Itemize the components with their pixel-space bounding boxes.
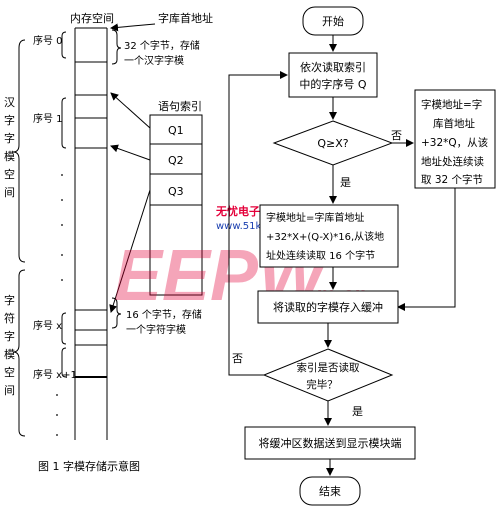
index-q3: Q3: [168, 185, 184, 198]
index-q2: Q2: [168, 154, 184, 167]
decision-done-yes: 是: [352, 405, 363, 418]
char-address-line1: 字模地址=字库首地址: [266, 211, 364, 224]
decision-done-line1: 索引是否读取: [297, 361, 360, 374]
index-table: [149, 114, 203, 296]
top-note-brace: [111, 29, 122, 65]
svg-text:模: 模: [4, 150, 15, 163]
slot-1-bracket: [61, 97, 67, 149]
q1-pointer-arrow: [110, 92, 151, 129]
svg-text:字: 字: [4, 329, 15, 343]
svg-text:字: 字: [4, 131, 15, 145]
decision-done-line2: 完毕？: [306, 378, 338, 391]
index-q1: Q1: [168, 124, 184, 137]
hanzi-region-brace: [12, 39, 26, 263]
hanzi-region-label: 汉 字 字 模 空 间: [4, 96, 15, 199]
slot-1-label: 序号 1: [33, 112, 63, 125]
read-index-line2: 中的字序号 Q: [299, 77, 366, 91]
send-display-box: [244, 426, 416, 460]
bottom-note-line2: 一个字符字模: [126, 323, 186, 336]
slot-x-bracket: [61, 312, 67, 345]
svg-text:间: 间: [4, 186, 15, 199]
decision-q-label: Q≥X?: [317, 137, 348, 150]
start-label: 开始: [322, 14, 344, 28]
read-index-box: [288, 52, 378, 98]
bottom-note-brace: [111, 297, 122, 329]
top-note-line2: 一个汉字字模: [124, 54, 184, 67]
q3-pointer-arrow: [109, 189, 151, 313]
char-address-line3: 址处连续读取 16 个字节: [266, 249, 375, 262]
svg-text:汉: 汉: [4, 96, 15, 109]
char-address-line2: +32*X+(Q-X)*16,从该地: [266, 230, 384, 243]
svg-text:间: 间: [4, 384, 15, 397]
flow-arrow-loop: [228, 71, 288, 376]
slot-x-label: 序号 x: [33, 319, 62, 332]
hanzi-address-line4: 地址处连续读: [421, 155, 484, 168]
memory-header: 内存空间: [70, 11, 114, 25]
slot-0-label: 序号 0: [33, 34, 63, 47]
figure-caption: 图 1 字模存储示意图: [38, 459, 140, 473]
hanzi-address-line5: 取 32 个字节: [421, 173, 483, 186]
char-address-box: [259, 204, 399, 268]
svg-text:空: 空: [4, 365, 15, 379]
hanzi-address-box: [414, 89, 496, 189]
end-node: [299, 476, 361, 506]
decision-done-no: 否: [232, 352, 243, 365]
decision-done-node: [262, 348, 394, 402]
base-address-label: 字库首地址: [158, 11, 213, 25]
svg-text:空: 空: [4, 167, 15, 181]
slot-0-bracket: [61, 31, 67, 59]
send-display-label: 将缓冲区数据送到显示模块端: [259, 436, 402, 450]
decision-q-no: 否: [391, 129, 402, 142]
top-note-line1: 32 个字节，存储: [124, 39, 200, 52]
end-label: 结束: [319, 485, 341, 498]
hanzi-address-line3: +32*Q，从该: [421, 136, 488, 149]
svg-text:符: 符: [4, 312, 15, 325]
store-buffer-label: 将读取的字模存入缓冲: [273, 300, 383, 314]
char-region-brace: [12, 269, 26, 437]
index-table-title: 语句索引: [158, 99, 202, 113]
q2-pointer-arrow: [110, 144, 151, 161]
read-index-line1: 依次读取索引: [300, 60, 366, 74]
hanzi-address-line2: 库首地址: [433, 117, 475, 130]
memory-column: [74, 27, 108, 440]
store-buffer-box: [257, 290, 399, 324]
decision-q-yes: 是: [340, 176, 351, 189]
svg-text:模: 模: [4, 348, 15, 361]
bottom-note-line1: 16 个字节，存储: [126, 308, 202, 321]
svg-text:字: 字: [4, 113, 15, 127]
slot-x1-bracket: [61, 347, 67, 378]
ellipsis-dots: [56, 174, 63, 436]
base-address-arrow: [110, 23, 156, 32]
char-region-label: 字 符 字 模 空 间: [4, 293, 15, 397]
flow-arrow-merge: [397, 188, 456, 311]
slot-x1-label: 序号 x+1: [33, 368, 77, 381]
svg-text:字: 字: [4, 293, 15, 307]
hanzi-address-line1: 字模地址=字: [421, 98, 482, 111]
